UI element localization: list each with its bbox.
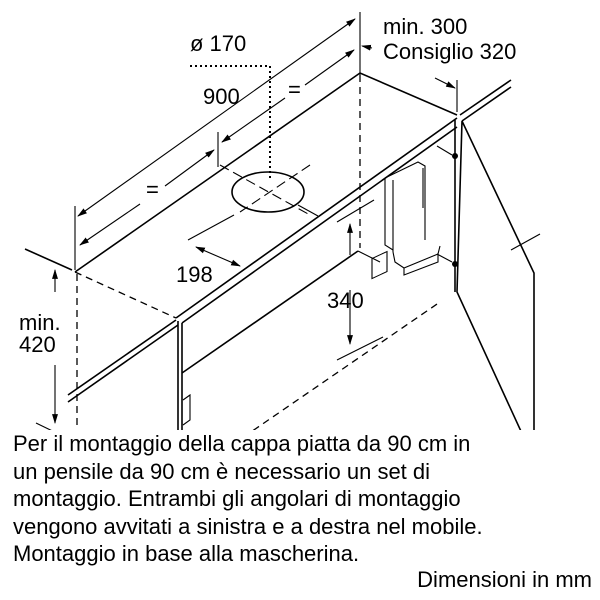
width-label: 900 xyxy=(203,84,240,109)
description-line: montaggio. Entrambi gli angolari di mont… xyxy=(13,486,461,511)
dimension-lines xyxy=(35,12,458,430)
depth-recommended-label: Consiglio 320 xyxy=(383,39,516,64)
description-line: Per il montaggio della cappa piatta da 9… xyxy=(13,431,471,456)
units-note: Dimensioni in mm xyxy=(417,567,592,592)
installation-diagram: ø 170 900 = = 198 340 min. 420 min. 300 … xyxy=(19,12,541,430)
duct-offset-label: 198 xyxy=(176,262,213,287)
min-height-label-1: min. xyxy=(19,310,61,335)
min-height-label-2: 420 xyxy=(19,332,56,357)
description-line: un pensile da 90 cm è necessario un set … xyxy=(13,458,431,484)
description-line: vengono avvitati a sinistra e a destra n… xyxy=(13,513,483,539)
inner-height-label: 340 xyxy=(327,288,364,313)
equal-right-label: = xyxy=(288,77,301,102)
cabinet-outline xyxy=(24,72,541,430)
description-line: Montaggio in base alla mascherina. xyxy=(13,541,360,566)
equal-left-label: = xyxy=(146,177,159,202)
hood-outline-dashed xyxy=(74,75,441,430)
installation-description: Per il montaggio della cappa piatta da 9… xyxy=(13,430,483,568)
duct-diameter-label: ø 170 xyxy=(190,31,246,56)
depth-min-label: min. 300 xyxy=(383,14,467,39)
